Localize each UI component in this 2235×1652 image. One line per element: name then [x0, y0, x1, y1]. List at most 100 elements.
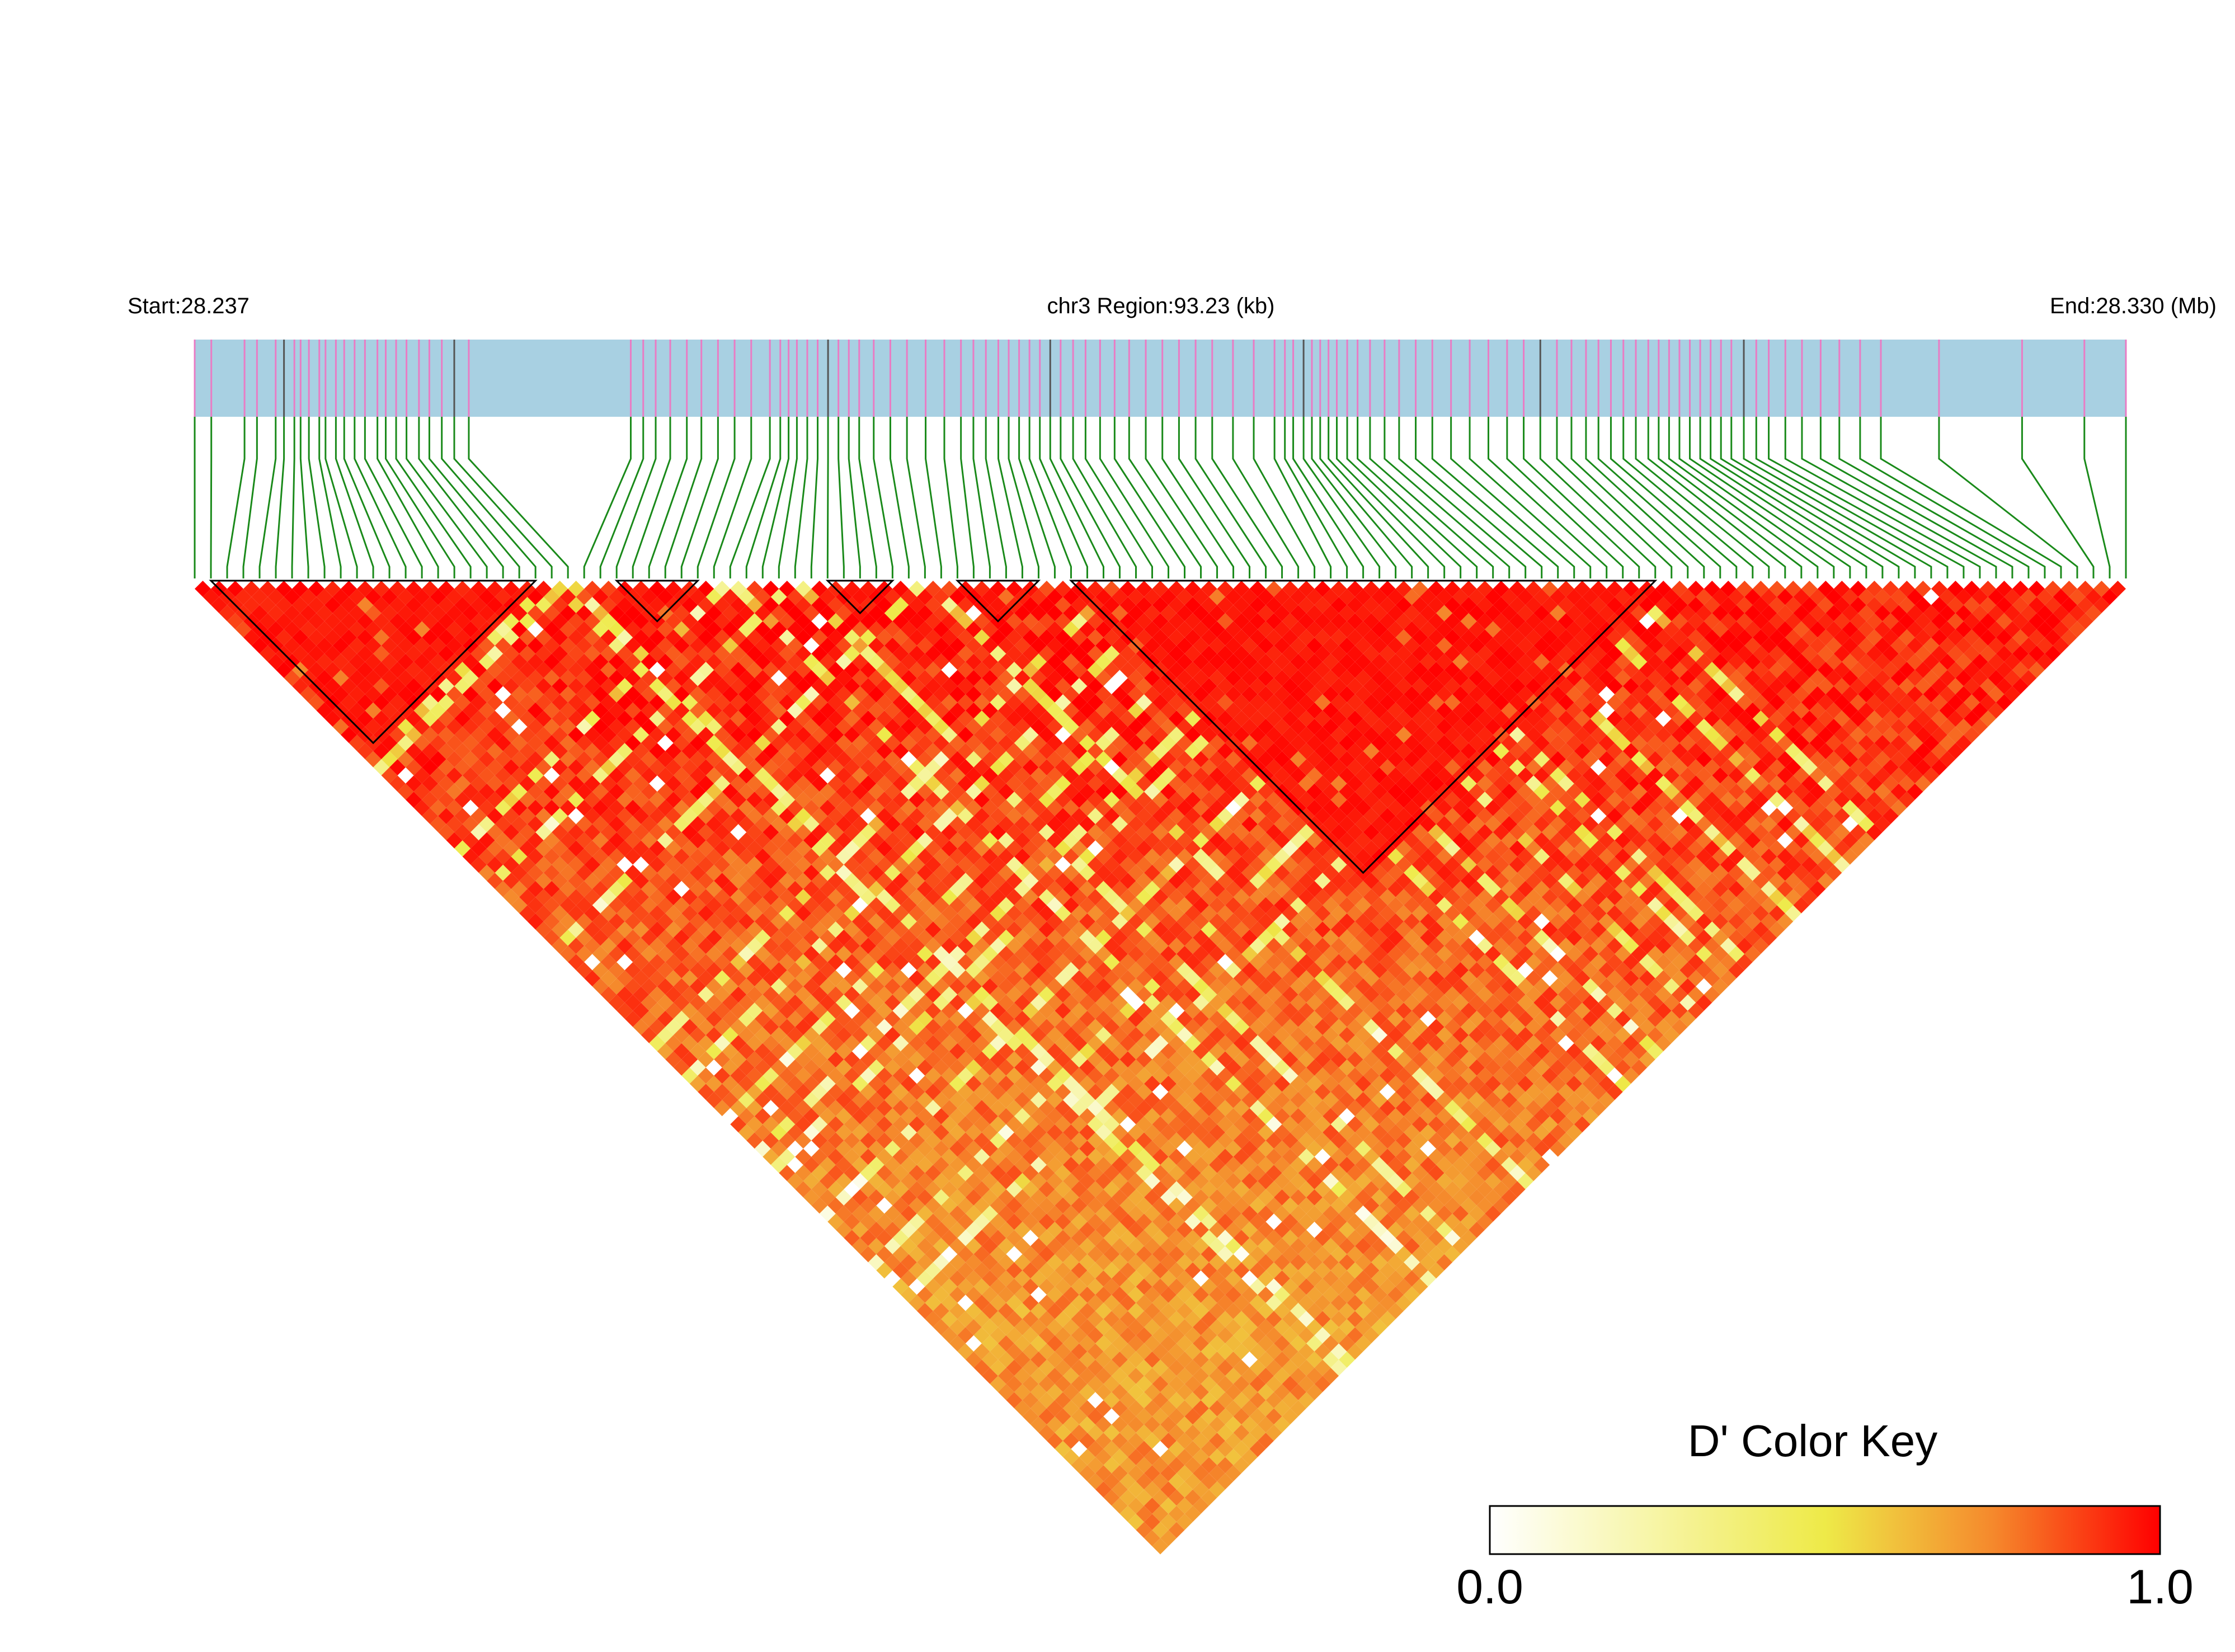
ld-cell: [1177, 1432, 1193, 1449]
ld-cell: [1168, 1230, 1185, 1246]
ld-cell: [1038, 1197, 1055, 1214]
ld-cell: [1225, 1124, 1242, 1141]
ld-cell: [909, 954, 925, 971]
ld-cell: [965, 913, 982, 930]
snp-connector: [1292, 417, 1364, 578]
ld-cell: [1022, 1051, 1039, 1068]
ld-cell: [1152, 1538, 1169, 1555]
ld-cell: [1379, 1035, 1396, 1052]
snp-connector: [428, 417, 520, 578]
ld-cell: [933, 1140, 949, 1157]
snp-connector-lines: [194, 417, 2127, 578]
ld-cell: [365, 605, 382, 622]
ld-cell: [487, 808, 504, 825]
snp-connector: [1161, 417, 1235, 578]
ld-cell: [1177, 1416, 1193, 1433]
ld-cell: [1030, 1221, 1047, 1238]
ld-cell: [1201, 1489, 1217, 1506]
ld-cell: [730, 759, 747, 776]
ld-cell: [1193, 1400, 1210, 1416]
ld-cell: [1217, 1165, 1234, 1182]
ld-cell: [1071, 1424, 1088, 1441]
ld-cell: [1387, 1124, 1404, 1141]
snp-connector: [2083, 417, 2111, 578]
ld-cell: [503, 710, 520, 727]
ld-cell: [600, 889, 617, 906]
ld-cell: [1006, 1311, 1023, 1328]
ld-cell: [1168, 1181, 1185, 1198]
ld-cell: [657, 799, 674, 816]
ld-cell: [860, 1230, 877, 1246]
ld-cell: [1014, 1189, 1031, 1206]
ld-cell: [949, 1043, 966, 1060]
ld-cell: [698, 1051, 714, 1068]
ld-cell: [981, 962, 998, 978]
ld-cell: [965, 1319, 982, 1335]
ld-cell: [949, 897, 966, 914]
ld-cell: [503, 873, 520, 889]
ld-cell: [714, 1035, 731, 1052]
ld-cell: [1177, 1335, 1193, 1352]
ld-cell: [949, 670, 966, 686]
ld-cell: [1249, 1311, 1266, 1328]
ld-cell: [1330, 1067, 1347, 1084]
ld-cell: [981, 848, 998, 865]
ld-cell: [851, 1043, 868, 1060]
ld-cell: [527, 653, 544, 670]
ld-cell: [1355, 1270, 1372, 1287]
ld-cell: [284, 589, 300, 605]
ld-cell: [487, 775, 504, 792]
ld-cell: [1201, 1051, 1217, 1068]
ld-cell: [1314, 986, 1331, 1003]
snp-connector: [1319, 417, 1413, 578]
ld-cell: [730, 727, 747, 743]
ld-cell: [1265, 1100, 1282, 1117]
ld-cell: [673, 913, 690, 930]
ld-cell: [1103, 1408, 1120, 1425]
ld-cell: [1217, 1213, 1234, 1230]
ld-cell: [1339, 1286, 1356, 1303]
ld-cell: [925, 1051, 942, 1068]
ld-cell: [1079, 945, 1095, 962]
ld-cell: [1330, 986, 1347, 1003]
ld-cell: [714, 970, 731, 987]
ld-cell: [454, 581, 471, 597]
ld-cell: [1355, 994, 1372, 1011]
ld-cell: [990, 1278, 1006, 1295]
ld-cell: [787, 1140, 803, 1157]
ld-cell: [1119, 1359, 1136, 1376]
ld-cell: [1136, 1441, 1152, 1457]
ld-cell: [1217, 856, 1234, 873]
ld-cell: [811, 581, 828, 597]
ld-cell: [1144, 1010, 1160, 1027]
ld-cell: [1209, 1335, 1226, 1352]
ld-cell: [316, 702, 333, 719]
ld-cell: [909, 662, 925, 679]
ld-cell: [276, 581, 293, 597]
snp-connector: [1113, 417, 1186, 578]
ld-cell: [1062, 702, 1079, 719]
ld-cell: [1103, 1473, 1120, 1490]
ld-cell: [1022, 1067, 1039, 1084]
ld-cell: [1469, 1108, 1485, 1124]
ld-cell: [851, 621, 868, 638]
ld-cell: [1062, 897, 1079, 914]
ld-cell: [730, 743, 747, 760]
ld-cell: [1079, 1010, 1095, 1027]
ld-cell: [1127, 1383, 1144, 1400]
ld-cell: [868, 994, 884, 1011]
ld-cell: [1444, 1213, 1461, 1230]
ld-cell: [1404, 1124, 1420, 1141]
ld-cell: [730, 1003, 747, 1019]
ld-cell: [884, 670, 901, 686]
ld-cell: [851, 978, 868, 995]
ld-cell: [470, 581, 487, 597]
ld-cell: [1144, 1270, 1160, 1287]
ld-cell: [827, 938, 844, 954]
ld-cell: [730, 1019, 747, 1036]
ld-cell: [576, 702, 592, 719]
ld-cell: [316, 653, 333, 670]
ld-cell: [1038, 1100, 1055, 1117]
ld-cell: [827, 1003, 844, 1019]
ld-cell: [990, 1343, 1006, 1360]
